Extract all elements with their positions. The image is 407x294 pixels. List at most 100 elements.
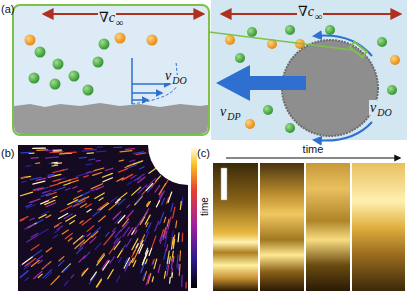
particle-track [178, 264, 180, 270]
particle-track [36, 178, 46, 180]
particle-track [90, 237, 96, 243]
particle-track [33, 250, 42, 257]
particle-track [137, 177, 140, 179]
particle-track [21, 152, 31, 154]
particle-track [39, 229, 48, 235]
particle-track [114, 237, 121, 246]
particle-track [132, 258, 134, 262]
particle-track [42, 262, 51, 270]
particle-track [79, 157, 86, 159]
particle-track [82, 268, 88, 276]
particle-track [155, 221, 159, 231]
particle-track [52, 165, 58, 167]
panel-letter: (a) [1, 3, 14, 15]
particle-track [30, 218, 35, 220]
particle-track [96, 160, 100, 162]
particle-track [110, 197, 117, 202]
particle-track [108, 270, 114, 279]
particle-track [99, 216, 106, 222]
particle-track [127, 210, 134, 218]
axis-label: time [303, 143, 324, 155]
particle-track [37, 256, 43, 260]
particle-track [139, 244, 143, 253]
particle-track [165, 236, 167, 246]
particle-track [164, 249, 166, 259]
zoom-inset: ∇c∞vDO [12, 4, 210, 136]
particle-track [126, 148, 135, 150]
particle-track [45, 200, 55, 204]
particle-track [59, 180, 71, 184]
particle-track [173, 239, 174, 248]
particle-track [164, 217, 166, 222]
particle-track [97, 203, 107, 211]
particle-track [43, 264, 48, 268]
particle-track [43, 270, 52, 278]
particle-track [31, 245, 39, 251]
particle-track [146, 259, 148, 263]
particle-track [117, 276, 120, 282]
particle-track [97, 280, 101, 287]
symbol-subscript: DO [377, 107, 392, 118]
particle-track [89, 190, 93, 192]
particle-track [20, 217, 28, 221]
particle-track [110, 257, 114, 264]
particle-track [82, 150, 87, 152]
particle-track [140, 167, 145, 169]
particle-track [27, 205, 36, 208]
particle-track [96, 186, 103, 190]
particle-track [25, 224, 34, 229]
particle-track [45, 273, 51, 279]
particle-track [136, 195, 142, 202]
particle-track [181, 275, 183, 286]
particle-track [109, 247, 114, 254]
particle-track [132, 187, 141, 195]
particle-track [52, 162, 57, 164]
particle-track [26, 165, 31, 167]
particle-track [153, 259, 154, 263]
particle-track [33, 188, 40, 190]
particle-track [46, 248, 52, 252]
particle-track [179, 251, 181, 261]
panel-letter: (c) [197, 147, 210, 159]
symbol-subscript: DP [227, 111, 241, 122]
particle-track [41, 193, 51, 196]
particle-track [22, 257, 32, 264]
particle-track [49, 174, 61, 177]
particle-track [59, 257, 64, 261]
particle-track [147, 201, 150, 206]
particle-track [155, 186, 160, 193]
particle-track [154, 259, 157, 269]
particle-track [119, 160, 123, 161]
particle-track [60, 206, 72, 212]
particle-track [68, 238, 72, 241]
particle-track [152, 181, 157, 186]
particle-track [62, 264, 70, 272]
particle-track [78, 190, 82, 192]
particle-track [159, 213, 163, 225]
particle-track [95, 243, 101, 249]
symbol-subscript: ∞ [116, 17, 124, 28]
particle-track [91, 272, 97, 280]
particle-track [92, 227, 101, 235]
particle-track [82, 218, 91, 225]
particle-track [156, 201, 159, 207]
particle-track [87, 226, 94, 232]
particle-track [144, 272, 147, 281]
particle-track [64, 183, 70, 185]
symbol-label: v [369, 100, 377, 115]
particle-track [103, 261, 110, 270]
particle-track [50, 151, 63, 153]
symbol-subscript: DO [172, 75, 187, 86]
particle-track [146, 275, 149, 285]
particle-track [147, 178, 156, 187]
particle-track [147, 202, 149, 206]
particle-track [135, 230, 137, 234]
particle-track [69, 180, 78, 183]
particle-track [25, 278, 29, 281]
particle-track [126, 239, 131, 247]
particle-track [127, 205, 130, 208]
particle-track [162, 198, 165, 205]
particle-track [74, 204, 79, 206]
particle-track [114, 147, 122, 149]
particle-track [160, 235, 162, 244]
